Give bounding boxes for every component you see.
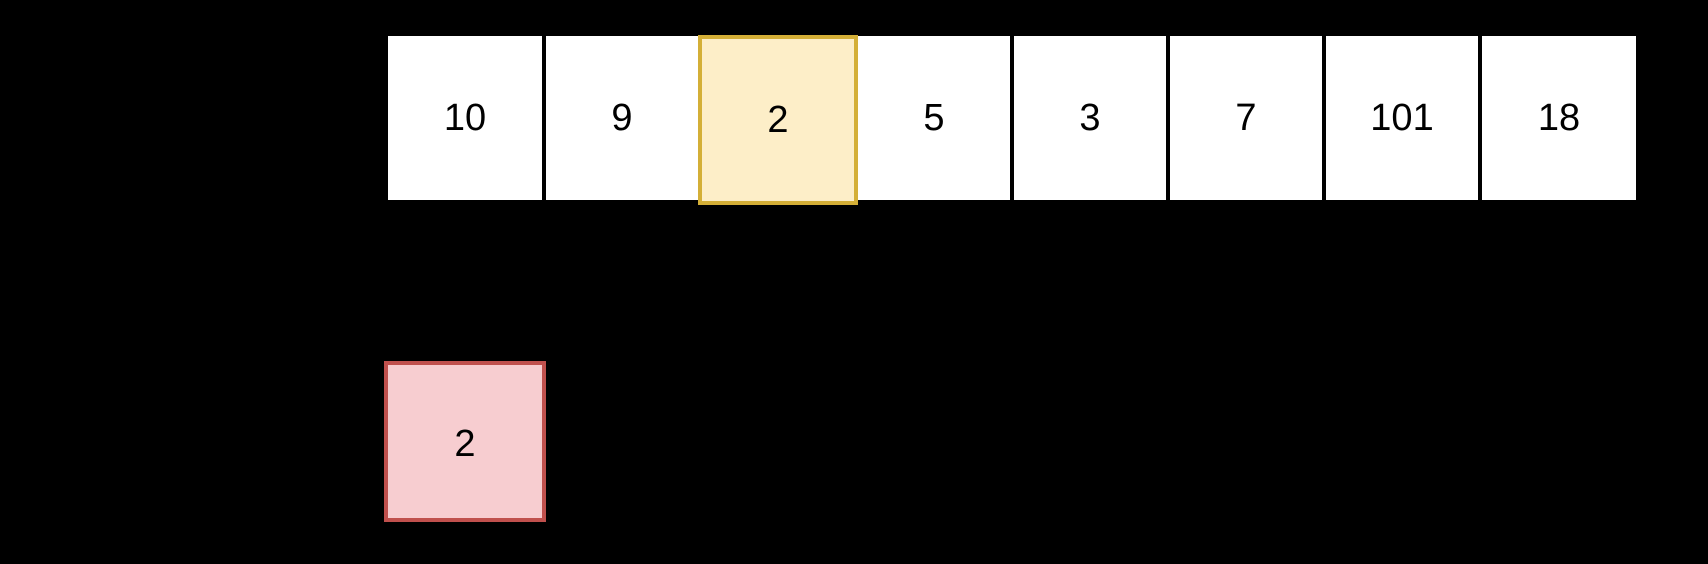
array-cell-2-highlighted[interactable]: 2: [698, 35, 858, 205]
array-cell-value: 18: [1537, 97, 1581, 139]
array-cell-7[interactable]: 18: [1480, 36, 1636, 200]
array-cell-4[interactable]: 3: [1012, 36, 1168, 200]
array-cell-1[interactable]: 9: [544, 36, 700, 200]
array-cell-value: 3: [1079, 97, 1101, 139]
array-cell-value: 101: [1370, 97, 1434, 139]
array-cell-3[interactable]: 5: [856, 36, 1012, 200]
held-value-box[interactable]: 2: [384, 361, 546, 522]
array-row: 10 9 2 5 3 7 101 18: [388, 35, 1636, 205]
array-cell-value: 2: [767, 99, 789, 141]
array-cell-value: 7: [1235, 97, 1257, 139]
array-cell-6[interactable]: 101: [1324, 36, 1480, 200]
array-cell-value: 9: [611, 97, 633, 139]
array-cell-0[interactable]: 10: [388, 36, 544, 200]
held-value-text: 2: [454, 422, 476, 465]
array-cell-value: 5: [923, 97, 945, 139]
array-cell-value: 10: [443, 97, 487, 139]
array-cell-5[interactable]: 7: [1168, 36, 1324, 200]
